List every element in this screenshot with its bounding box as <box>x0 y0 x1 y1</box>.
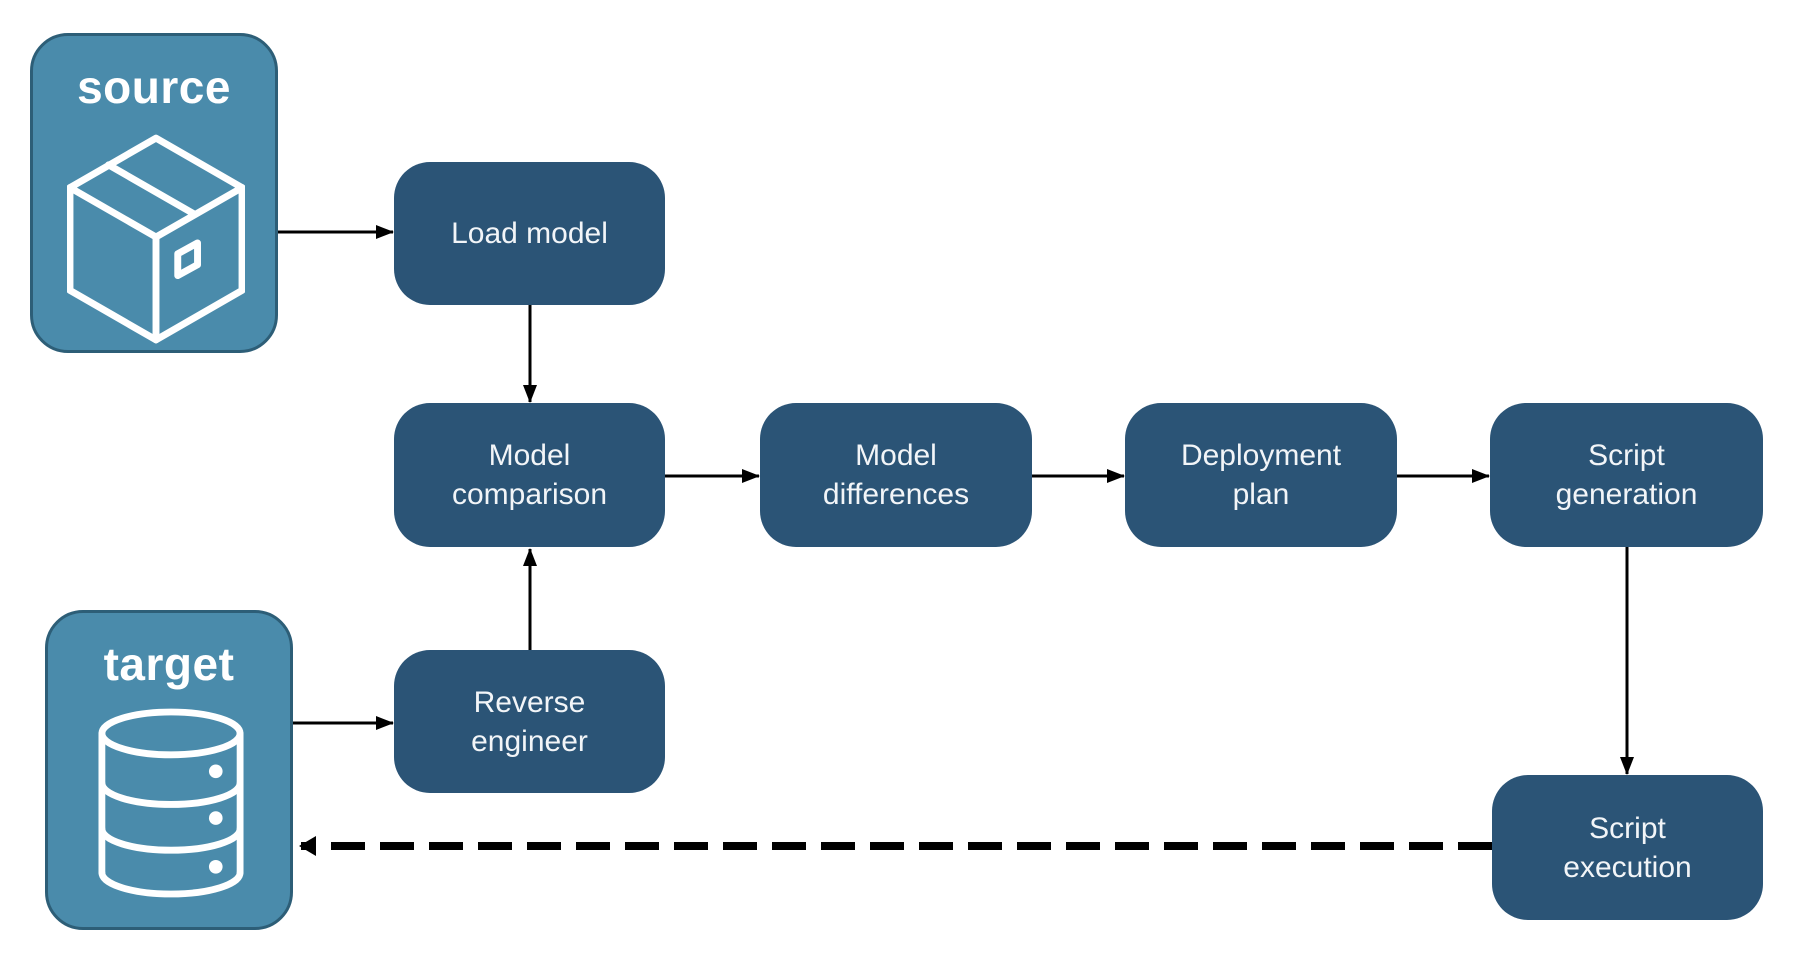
node-script-execution-label: Script execution <box>1563 811 1692 884</box>
node-reverse-engineer-label: Reverse engineer <box>471 685 588 758</box>
source-node-label: source <box>77 61 231 113</box>
target-node: target <box>45 610 293 930</box>
node-deployment-plan-label: Deployment plan <box>1180 439 1342 511</box>
node-model-differences: Model differences <box>760 403 1032 547</box>
node-model-comparison-label: Model comparison <box>451 439 608 511</box>
node-script-generation-label: Script generation <box>1555 439 1698 511</box>
node-model-comparison: Model comparison <box>394 403 665 547</box>
node-load-model: Load model <box>394 162 665 305</box>
node-load-model-label: Load model <box>451 217 608 250</box>
source-node: source <box>30 33 278 353</box>
node-model-differences-label: Model differences <box>822 439 970 511</box>
target-node-label: target <box>103 638 235 690</box>
node-deployment-plan: Deployment plan <box>1125 403 1397 547</box>
node-reverse-engineer: Reverse engineer <box>394 650 665 793</box>
package-box-icon <box>67 134 245 344</box>
node-script-execution: Script execution <box>1492 775 1763 920</box>
database-icon <box>98 708 244 898</box>
node-script-generation: Script generation <box>1490 403 1763 547</box>
